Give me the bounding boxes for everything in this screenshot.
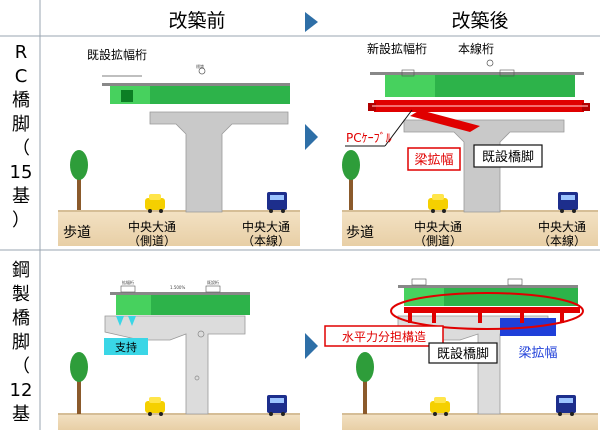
steel-after-panel [324, 278, 598, 430]
svg-text:（: （ [12, 356, 30, 377]
svg-text:鋼: 鋼 [12, 260, 30, 281]
arrow-row2 [305, 333, 318, 359]
girder [110, 86, 290, 104]
existing-pier-box [473, 144, 543, 168]
new-widen-girder-label: 新設拡幅桁 [367, 41, 427, 56]
row-label-rc: R C 橋 脚 （ 15 基 ） [10, 42, 33, 231]
horizontal-structure-label: 水平力分担構造 [342, 330, 426, 344]
sidewalk-label: 歩道 [63, 225, 91, 241]
arrow-header [305, 12, 318, 32]
road-side-sub: （側道） [414, 234, 462, 248]
rc-after-panel [342, 59, 598, 246]
existing-pier-label: 既設橋脚 [437, 346, 489, 362]
existing-pier-box [428, 342, 498, 364]
tree-icon [77, 178, 81, 210]
girder [404, 288, 578, 306]
svg-text:）: ） [12, 210, 30, 231]
road-main-sub: （本線） [538, 233, 586, 248]
beam-widen-label: 梁拡幅 [414, 153, 453, 168]
road-side-sub: （側道） [128, 234, 176, 248]
svg-text:基: 基 [12, 404, 30, 425]
svg-text:R: R [15, 42, 28, 63]
car-icon [145, 401, 165, 413]
header-after: 改築後 [451, 10, 508, 32]
svg-text:C: C [15, 66, 28, 87]
rc-pier [149, 111, 289, 213]
tree-icon [349, 178, 353, 210]
svg-text:脚: 脚 [12, 332, 30, 353]
truck-icon [558, 192, 578, 210]
road-side-label: 中央大通 [414, 219, 462, 234]
svg-text:基: 基 [12, 186, 30, 207]
truck-icon [556, 395, 576, 413]
svg-text:12: 12 [10, 380, 33, 401]
car-icon [428, 198, 448, 210]
truck-icon [267, 192, 287, 210]
bearing-label: 支持 [115, 340, 137, 354]
small-existing-girder: 既設桁 [207, 279, 219, 285]
bearing-label-box [104, 338, 148, 355]
car-icon [145, 198, 165, 210]
small-widen-girder: 拡幅桁 [122, 279, 134, 285]
svg-text:製: 製 [12, 284, 30, 305]
main-girder-label: 本線桁 [458, 41, 494, 56]
header-before: 改築前 [168, 10, 225, 32]
road-main-sub: （本線） [242, 233, 290, 248]
truck-icon [267, 395, 287, 413]
pc-cable-label: PCｹｰﾌﾞﾙ [346, 131, 392, 145]
svg-text:橋: 橋 [12, 308, 30, 329]
arrow-row1 [305, 124, 318, 150]
horizontal-structure-ring [390, 292, 584, 330]
rc-before-panel: 標識 [58, 63, 300, 246]
svg-text:標識: 標識 [196, 63, 204, 69]
road-main-label: 中央大通 [538, 219, 586, 234]
tree-icon [363, 380, 367, 414]
small-slope: 1.500% [170, 285, 185, 290]
svg-text:15: 15 [10, 162, 33, 183]
steel-pier [104, 315, 246, 415]
car-icon [430, 401, 450, 413]
svg-text:脚: 脚 [12, 114, 30, 135]
sidewalk-label: 歩道 [346, 225, 374, 241]
road-side-label: 中央大通 [128, 219, 176, 234]
beam-widen-box [407, 147, 461, 171]
existing-widen-girder-label: 既設拡幅桁 [87, 47, 147, 62]
svg-text:（: （ [12, 138, 30, 159]
horizontal-structure-box [324, 325, 444, 347]
row-label-steel: 鋼 製 橋 脚 （ 12 基 [10, 260, 33, 425]
svg-text:橋: 橋 [12, 90, 30, 111]
existing-pier-label: 既設橋脚 [482, 149, 534, 165]
steel-before-panel [58, 285, 300, 430]
beam-widen-label: 梁拡幅 [518, 346, 557, 361]
road-main-label: 中央大通 [242, 219, 290, 234]
tree-icon [77, 380, 81, 414]
